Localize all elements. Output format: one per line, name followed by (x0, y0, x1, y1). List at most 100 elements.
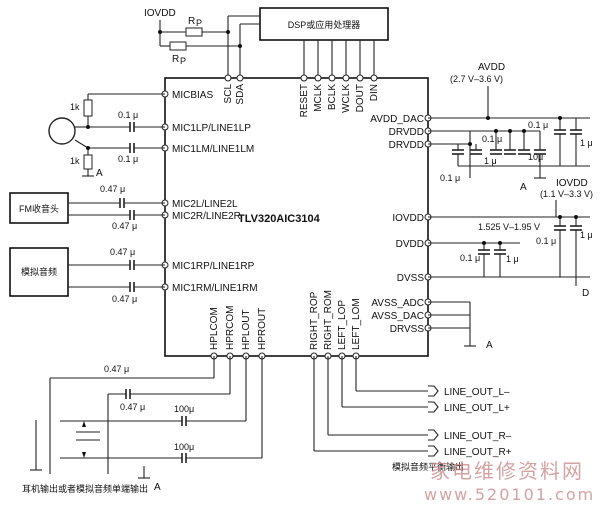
right-power-wiring (428, 86, 590, 179)
pin-scl: SCL (223, 84, 234, 104)
avdd-label: AVDD (478, 62, 505, 73)
cap-dvdd-1u: 1 μ (506, 254, 519, 264)
pin-left-lop: LEFT_LOP (337, 300, 348, 350)
pin-mic1rp: MIC1RP/LINE1RP (172, 261, 255, 272)
pin-din: DIN (369, 84, 380, 101)
watermark-line1: 家电维修资料网 (430, 459, 584, 483)
mic-circuit (48, 93, 165, 177)
cap-iovdd-01u: 0.1 μ (536, 236, 556, 246)
line-out-l-plus: LINE_OUT_L+ (444, 403, 510, 414)
cap-drvdd-1u: 1 μ (484, 156, 497, 166)
cap-drvdd-10u: 10μ (528, 152, 543, 162)
pin-dvdd: DVDD (396, 239, 424, 250)
ground-d: D (582, 288, 589, 299)
analog-audio-label: 模拟音频 (21, 266, 57, 277)
pin-dout: DOUT (355, 84, 366, 112)
ground-a-headphone: A (154, 482, 161, 493)
pin-avss-dac: AVSS_DAC (371, 311, 424, 322)
pin-micbias: MICBIAS (172, 90, 213, 101)
pin-bclk: BCLK (327, 84, 338, 110)
pin-left-lom: LEFT_LOM (351, 298, 362, 350)
pin-reset: RESET (299, 84, 310, 117)
pin-mic2l: MIC2L/LINE2L (172, 199, 238, 210)
left-pins: MICBIAS MIC1LP/LINE1LP MIC1LM/LINE1LM MI… (172, 90, 258, 294)
pullup-network (158, 20, 242, 51)
iovdd-range: (1.1 V–3.3 V) (540, 189, 593, 199)
iovdd-top-label: IOVDD (144, 8, 176, 19)
pin-dvss: DVSS (397, 273, 425, 284)
dsp-label: DSP或应用处理器 (288, 19, 361, 30)
pin-sda: SDA (235, 84, 246, 105)
cap-mic1rp: 0.47 μ (110, 247, 135, 257)
cap-hplout: 100μ (174, 404, 194, 414)
lineout-wiring (313, 356, 439, 457)
ground-a-bottom: A (486, 340, 493, 351)
pin-drvdd-1: DRVDD (389, 127, 424, 138)
fm-label: FM收音头 (19, 203, 59, 214)
pin-mic1rm: MIC1RM/LINE1RM (172, 283, 258, 294)
pin-mic1lp: MIC1LP/LINE1LP (172, 123, 251, 134)
top-pins: SCL SDA RESET MCLK BCLK WCLK DOUT DIN (223, 84, 380, 118)
rp-label-1: R (188, 16, 195, 27)
cap-bottom-01u: 0.1 μ (440, 173, 460, 183)
pin-wclk: WCLK (341, 84, 352, 113)
cap-avdd-01u: 0.1 μ (528, 120, 548, 130)
cap-drvdd-01u: 0.1 μ (482, 134, 502, 144)
pin-drvdd-2: DRVDD (389, 140, 424, 151)
cap-mic1lp: 0.1 μ (118, 110, 138, 120)
analog-audio-box (9, 247, 69, 297)
cap-mic1lm: 0.1 μ (118, 154, 138, 164)
fm-wiring (68, 198, 165, 220)
mic-ground-a: A (96, 168, 103, 179)
line-out-r-minus: LINE_OUT_R– (444, 431, 512, 442)
chip-body (164, 77, 429, 357)
cap-hprcom: 0.47 μ (120, 402, 145, 412)
pin-iovdd: IOVDD (392, 213, 424, 224)
ground-a-right: A (520, 182, 527, 193)
pin-hplout: HPLOUT (241, 309, 252, 350)
pin-mic1lm: MIC1LM/LINE1LM (172, 144, 254, 155)
pin-mclk: MCLK (313, 84, 324, 112)
line-out-r-plus: LINE_OUT_R+ (444, 447, 512, 458)
cap-iovdd-1u: 1 μ (580, 230, 593, 240)
rp-sub-2: P (180, 56, 186, 66)
dvdd-range: 1.525 V–1.95 V (478, 222, 540, 232)
digital-power-wiring (428, 200, 590, 286)
cap-dvdd-01u: 0.1 μ (460, 253, 480, 263)
headphone-wiring (30, 356, 263, 479)
watermark-line2: www.520101.com (424, 485, 595, 504)
cap-mic1rm: 0.47 μ (112, 294, 137, 304)
pin-hplcom: HPLCOM (209, 307, 220, 350)
rp-label-2: R (172, 54, 179, 65)
pin-hprout: HPROUT (257, 308, 268, 350)
cap-mic2l: 0.47 μ (100, 184, 125, 194)
pin-avss-adc: AVSS_ADC (371, 298, 424, 309)
pin-nodes (161, 74, 432, 360)
chip-name: TLV320AIC3104 (238, 213, 321, 225)
analog-wiring (68, 260, 165, 292)
pin-hprcom: HPRCOM (225, 306, 236, 350)
line-out-l-minus: LINE_OUT_L– (444, 387, 510, 398)
fm-box (9, 192, 69, 224)
cap-avdd-1u: 1 μ (580, 138, 593, 148)
rp-sub-1: P (196, 18, 202, 28)
dsp-bus (227, 15, 375, 78)
cap-mic2r: 0.47 μ (112, 221, 137, 231)
avdd-range: (2.7 V–3.6 V) (450, 74, 503, 84)
bottom-pins: HPLCOM HPRCOM HPLOUT HPROUT RIGHT_ROP RI… (209, 290, 362, 350)
pin-avdd-dac: AVDD_DAC (370, 114, 424, 125)
r-1k-upper: 1k (70, 102, 80, 112)
pin-right-rop: RIGHT_ROP (309, 291, 320, 350)
cap-hprout: 100μ (174, 442, 194, 452)
r-1k-lower: 1k (70, 156, 80, 166)
right-pins: AVDD_DAC DRVDD DRVDD IOVDD DVDD DVSS AVS… (370, 114, 424, 335)
headphone-note: 耳机输出或者模拟音频单端输出 (22, 483, 148, 494)
analog-ground-wiring (428, 301, 476, 347)
cap-hplcom: 0.47 μ (104, 364, 129, 374)
pin-mic2r: MIC2R/LINE2R (172, 211, 241, 222)
line-out-note: 模拟音频平衡输出 (392, 461, 464, 472)
iovdd-right-label: IOVDD (556, 178, 588, 189)
pin-drvss: DRVSS (390, 324, 425, 335)
pin-right-rom: RIGHT_ROM (323, 290, 334, 350)
